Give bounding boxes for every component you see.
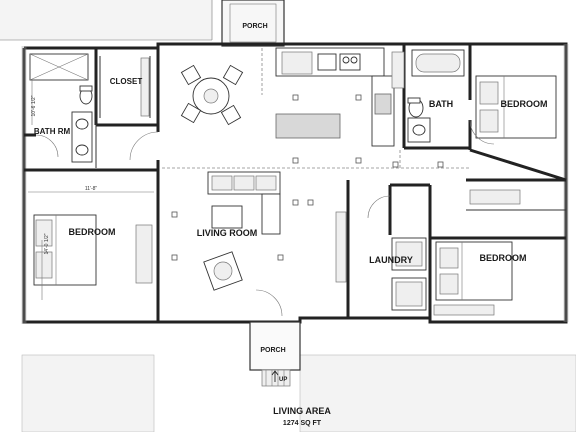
closet-label: CLOSET xyxy=(110,77,143,86)
bath-rm-fixtures xyxy=(29,53,93,163)
closet-shelving xyxy=(99,56,151,118)
porch-top-label: PORCH xyxy=(242,23,267,30)
living-room-furniture xyxy=(203,171,347,317)
bath-fixtures xyxy=(407,49,465,143)
stairs xyxy=(261,369,291,387)
open-zone-lines xyxy=(162,48,470,169)
ceiling-lights xyxy=(171,94,444,261)
dresser xyxy=(135,224,153,284)
site-area-bottom xyxy=(21,354,155,432)
bedroom-left-label: BEDROOM xyxy=(69,227,116,237)
porch-top xyxy=(221,0,285,47)
laundry-fixtures xyxy=(367,195,427,311)
site-area-bottom-right xyxy=(299,354,576,432)
porch-bottom-label: PORCH xyxy=(260,347,285,354)
bedroom-width-dimension: 11'-8" xyxy=(85,186,98,192)
dining-set xyxy=(180,64,244,126)
bedroom-top-right-furniture xyxy=(469,75,557,205)
laundry-label: LAUNDRY xyxy=(369,255,413,265)
bath-width-dimension: 10'-6 1/2" xyxy=(31,95,37,116)
site-area-top-left xyxy=(0,0,212,40)
porch-bottom xyxy=(249,321,301,387)
living-room-label: LIVING ROOM xyxy=(197,228,258,238)
bedroom-left-furniture xyxy=(33,131,159,286)
kitchen xyxy=(275,47,405,147)
bath-label: BATH xyxy=(429,99,453,109)
exterior-walls xyxy=(21,42,569,324)
stair-up-label: UP xyxy=(279,377,287,383)
coffee-table xyxy=(211,205,243,229)
bedroom-top-right-label: BEDROOM xyxy=(501,99,548,109)
fridge xyxy=(391,51,405,89)
bedroom-bottom-right-furniture xyxy=(433,241,513,316)
bath-rm-label: BATH RM xyxy=(34,127,71,136)
bedroom-depth-dimension: 14'-0 1/2" xyxy=(44,233,50,254)
dimension-lines xyxy=(28,80,154,300)
media-console xyxy=(335,211,347,283)
living-area-value: 1274 SQ FT xyxy=(283,420,322,427)
living-area-title: LIVING AREA xyxy=(273,406,331,416)
kitchen-island xyxy=(275,113,341,139)
bedroom-bottom-right-label: BEDROOM xyxy=(480,253,527,263)
sofa-chaise xyxy=(261,193,281,235)
